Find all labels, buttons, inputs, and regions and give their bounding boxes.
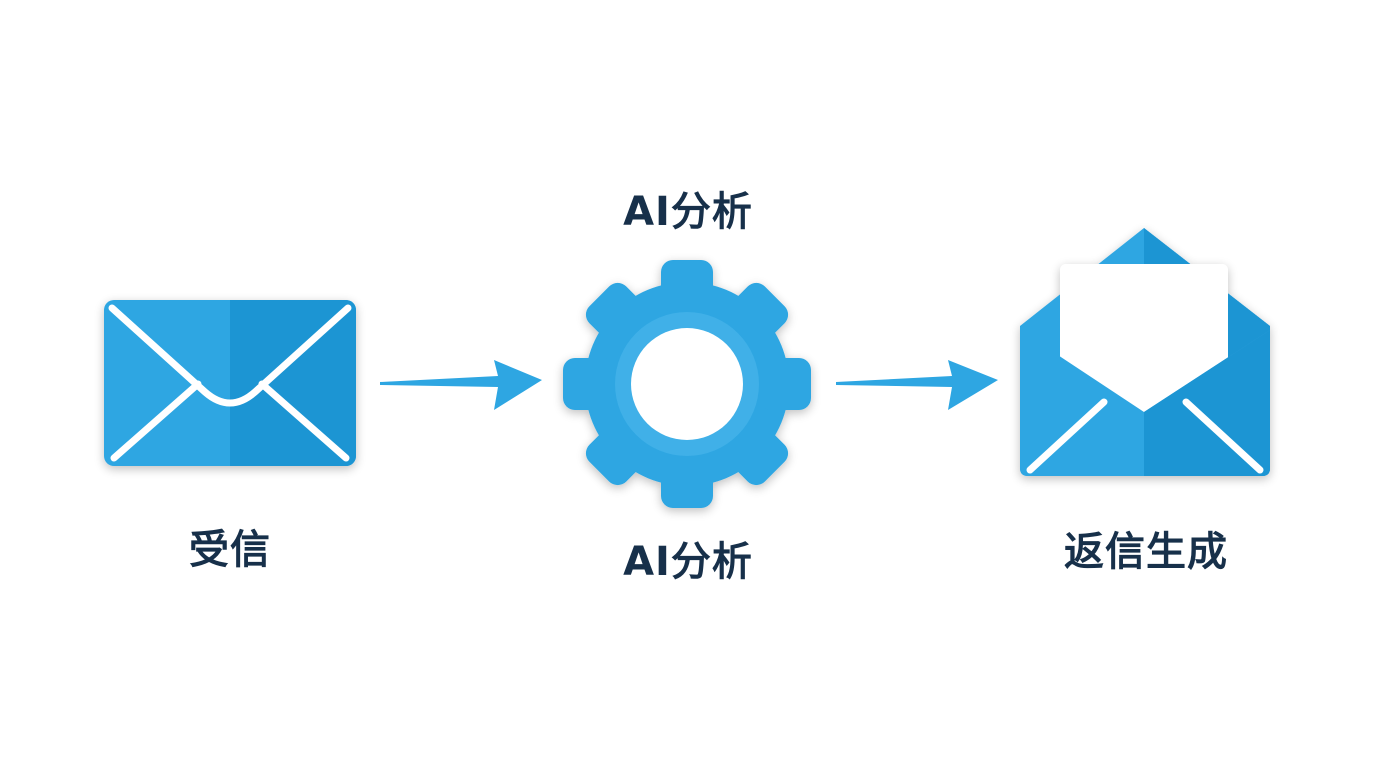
step-2-label: AI分析 [623, 539, 753, 585]
envelope-open-icon [1020, 228, 1270, 476]
arrow-right-icon [380, 360, 542, 410]
step-3-label: 返信生成 [1064, 529, 1228, 575]
gear-icon [563, 260, 811, 508]
envelope-closed-icon [104, 300, 356, 466]
arrow-right-icon [836, 360, 998, 410]
step-1-label: 受信 [189, 527, 271, 573]
step-2-top-label: AI分析 [623, 189, 753, 235]
